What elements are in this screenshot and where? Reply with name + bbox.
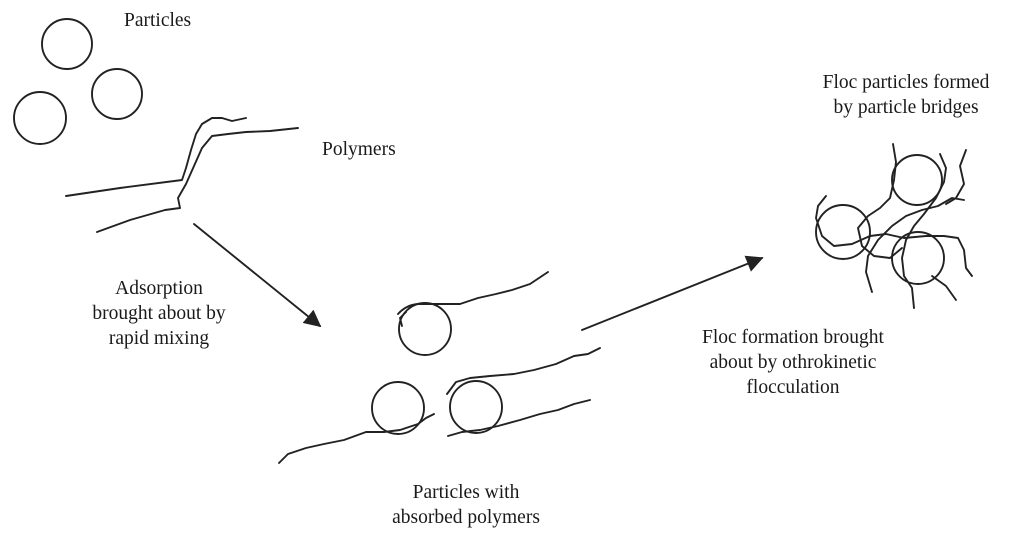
label-particles-with-polymers: Particles with absorbed polymers bbox=[372, 480, 560, 530]
adsorbed-polymer bbox=[398, 272, 548, 314]
label-floc-formation: Floc formation brought about by othrokin… bbox=[664, 325, 922, 400]
coated-particle bbox=[372, 382, 424, 434]
label-line: Adsorption bbox=[56, 276, 262, 301]
floc-particle bbox=[816, 205, 870, 259]
label-line: flocculation bbox=[664, 375, 922, 400]
label-line: Floc formation brought bbox=[664, 325, 922, 350]
label-line: about by othrokinetic bbox=[664, 350, 922, 375]
floc-particle bbox=[892, 155, 942, 205]
bridging-polymer bbox=[902, 154, 946, 308]
coated-particle bbox=[399, 303, 451, 355]
label-text: Particles bbox=[124, 8, 191, 33]
label-line: rapid mixing bbox=[56, 326, 262, 351]
adsorbed-polymer bbox=[447, 348, 600, 394]
bridging-polymer bbox=[816, 196, 972, 276]
label-line: Floc particles formed bbox=[795, 70, 1017, 95]
bridging-polymer bbox=[932, 276, 956, 300]
label-particles: Particles bbox=[124, 8, 191, 33]
free-particle bbox=[42, 19, 92, 69]
label-polymers: Polymers bbox=[322, 137, 396, 162]
free-particle bbox=[92, 69, 142, 119]
floc-particle bbox=[892, 232, 944, 284]
adsorbed-polymer bbox=[400, 312, 406, 326]
adsorbed-polymer bbox=[279, 414, 434, 463]
label-adsorption: Adsorption brought about by rapid mixing bbox=[56, 276, 262, 351]
arrow-floc-formation bbox=[582, 258, 762, 330]
floc bbox=[816, 144, 972, 308]
bridging-polymer bbox=[858, 144, 902, 258]
free-particle bbox=[14, 92, 66, 144]
bridging-polymer bbox=[866, 198, 964, 292]
polymer-chain bbox=[66, 118, 246, 196]
coated-particle bbox=[450, 381, 502, 433]
free-polymers bbox=[66, 118, 298, 232]
adsorbed-polymer bbox=[448, 400, 590, 436]
bridging-polymer bbox=[946, 150, 966, 204]
label-line: Particles with bbox=[372, 480, 560, 505]
label-text: Polymers bbox=[322, 137, 396, 162]
free-particles bbox=[14, 19, 142, 144]
polymer-chain bbox=[97, 128, 298, 232]
label-line: by particle bridges bbox=[795, 95, 1017, 120]
label-floc-particles: Floc particles formed by particle bridge… bbox=[795, 70, 1017, 120]
particles-with-polymers bbox=[279, 272, 600, 463]
label-line: absorbed polymers bbox=[372, 505, 560, 530]
label-line: brought about by bbox=[56, 301, 262, 326]
